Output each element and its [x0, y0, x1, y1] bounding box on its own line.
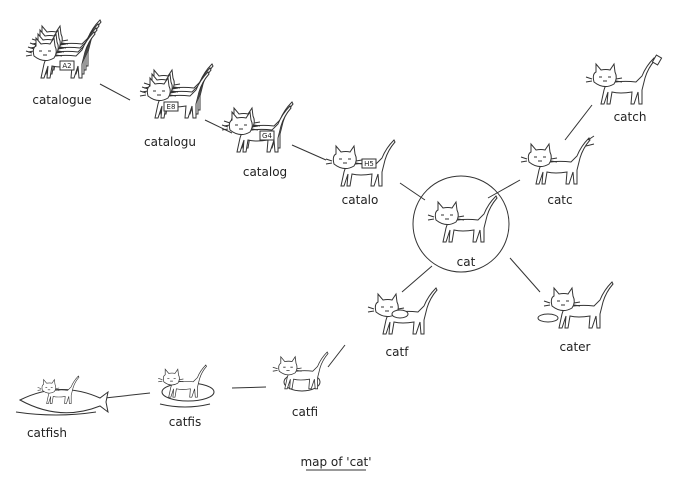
label-catalog: catalog — [243, 165, 287, 179]
node-catalogu: E8 catalogu — [139, 63, 214, 149]
node-catfis: catfis — [157, 364, 215, 429]
tag-text: E8 — [167, 103, 176, 111]
label-catc: catc — [547, 193, 572, 207]
label-catfish: catfish — [27, 426, 67, 440]
node-cater: cater — [537, 281, 614, 354]
cat-highlight-circle — [412, 175, 510, 273]
tag-text: G4 — [262, 132, 272, 140]
tag-text: H5 — [364, 160, 374, 168]
label-catfis: catfis — [169, 415, 201, 429]
node-catfi: catfi — [272, 351, 329, 419]
node-catalo: H5 catalo — [325, 139, 396, 207]
label-cater: cater — [560, 340, 591, 354]
tag-box — [59, 60, 75, 71]
label-catf: catf — [386, 345, 410, 359]
node-catf: catf — [367, 287, 438, 359]
label-catalogu: catalogu — [144, 135, 196, 149]
label-catalogue: catalogue — [32, 93, 91, 107]
label-catfi: catfi — [292, 405, 318, 419]
caption: map of 'cat' — [300, 455, 371, 469]
node-catch: catch — [585, 54, 663, 124]
label-catch: catch — [614, 110, 647, 124]
node-catc: catc — [520, 135, 595, 207]
label-cat: cat — [457, 255, 476, 269]
node-catfish: catfish — [15, 375, 109, 440]
tag-text: A2 — [62, 62, 71, 70]
node-catalog: G4 catalog — [221, 101, 294, 179]
label-catalo: catalo — [342, 193, 379, 207]
node-cat: cat — [427, 195, 498, 269]
connector-lines — [99, 83, 593, 399]
node-catalogue: A2 catalogue — [25, 19, 102, 107]
